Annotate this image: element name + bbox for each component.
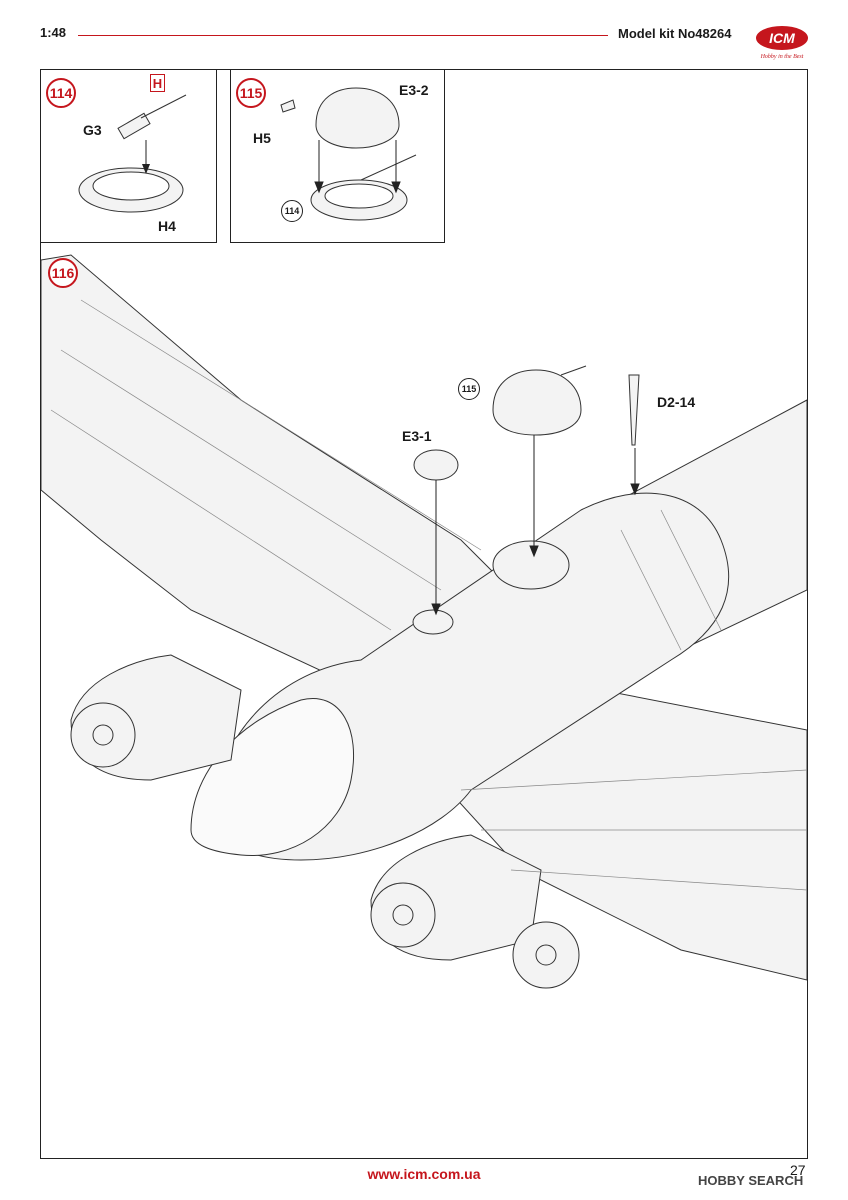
aircraft-illustration: [41, 254, 807, 989]
logo-tagline: Hobby in the Best: [760, 54, 804, 60]
right-engine-hub: [392, 904, 414, 926]
dorsal-turret-ring: [492, 540, 570, 590]
part-label-d2-14: D2-14: [657, 394, 696, 410]
panel-lines: [50, 299, 807, 891]
assembly-arrow-head-turret: [529, 545, 539, 558]
step-number-116: 116: [48, 258, 78, 288]
turret-dome-e3-2: [315, 87, 400, 149]
part-label-e3-1: E3-1: [402, 428, 432, 444]
reference-step-115: 115: [458, 378, 480, 400]
step-number-115: 115: [236, 78, 266, 108]
assembly-arrow-head-g3: [142, 164, 150, 174]
step-114-artwork: [78, 94, 187, 213]
part-h5: [280, 99, 296, 113]
turret-base-inner: [324, 183, 394, 209]
machine-gun-part: [117, 112, 151, 140]
icm-logo: ICM Hobby in the Best: [756, 26, 808, 60]
step-114-panel: 114 G3 H4: [40, 69, 217, 243]
gun-ring-inner: [92, 171, 170, 201]
turret-gun-barrel-115: [360, 154, 417, 181]
left-engine-hub: [92, 724, 114, 746]
wheel-hub: [535, 944, 557, 966]
logo-badge: [756, 26, 808, 50]
page-number: 27: [790, 1162, 806, 1178]
part-label-g3: G3: [83, 122, 102, 138]
machine-gun-barrel: [140, 94, 187, 119]
hatch-opening: [412, 609, 454, 635]
sprue-h-marker: H: [150, 74, 165, 92]
turret-gun-barrel: [560, 365, 587, 376]
part-label-h5: H5: [253, 130, 271, 146]
watermark: HOBBY SEARCH: [698, 1173, 804, 1188]
part-label-e3-2: E3-2: [399, 82, 429, 98]
scale-label: 1:48: [40, 25, 67, 40]
turret-dome-part: [492, 369, 582, 436]
antenna-mast-part: [628, 374, 640, 446]
assembly-arrow-head-left: [314, 181, 324, 194]
assembly-arrow-head-right: [391, 181, 401, 194]
website-url[interactable]: www.icm.com.ua: [367, 1166, 481, 1182]
step-115-panel: 115 E3-2 H5 114: [230, 69, 445, 243]
logo-wordmark: ICM: [769, 30, 795, 46]
hatch-cover-part: [413, 449, 459, 481]
reference-step-114: 114: [281, 200, 303, 222]
step-115-artwork: [280, 87, 417, 221]
assembly-arrow-head-d2-14: [630, 483, 640, 496]
kit-number: Model kit No48264: [618, 26, 732, 41]
part-label-h4: H4: [158, 218, 176, 234]
assembly-arrow-head-e3-1: [431, 603, 441, 616]
header-rule: [78, 35, 608, 36]
nose-glazing: [190, 698, 355, 857]
step-number-114: 114: [46, 78, 76, 108]
